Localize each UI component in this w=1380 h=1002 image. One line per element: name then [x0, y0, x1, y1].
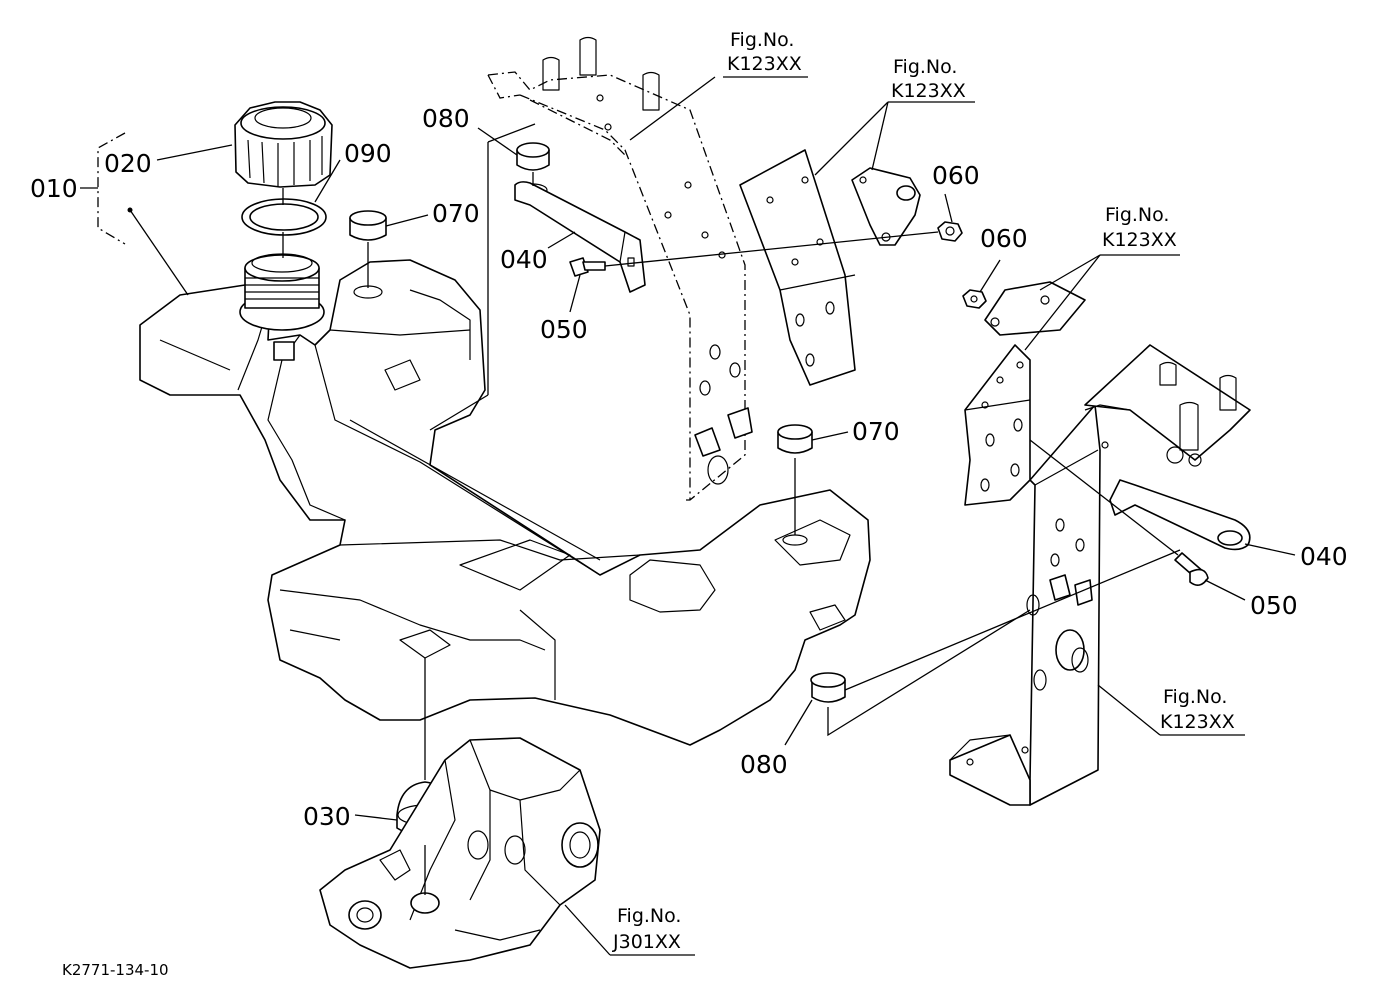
figref-4-code: K123XX: [1160, 711, 1235, 733]
part-label-070: 070: [432, 199, 480, 228]
part-label-090: 090: [344, 139, 392, 168]
o-ring: [241, 198, 327, 236]
part-label-040-lower: 040: [1300, 542, 1348, 571]
figref-1-code: K123XX: [727, 53, 802, 75]
stay-upper: [514, 181, 646, 293]
part-label-040: 040: [500, 245, 548, 274]
figref-1-title: Fig.No.: [730, 29, 794, 51]
part-label-030: 030: [303, 802, 351, 831]
part-label-060: 060: [932, 161, 980, 190]
figref-4-title: Fig.No.: [1163, 686, 1227, 708]
middle-plate-bracket: [739, 149, 856, 386]
hex-nut-upper: [937, 221, 963, 242]
hex-nut-lower: [962, 289, 987, 309]
figref-2-code: K123XX: [891, 80, 966, 102]
rubber-bushing-upper: [349, 210, 387, 299]
part-label-010: 010: [30, 174, 78, 203]
small-mounting-plate: [851, 167, 921, 246]
filler-neck: [239, 253, 325, 361]
part-label-050: 050: [540, 315, 588, 344]
fuel-tank: [139, 259, 871, 746]
fuel-cap: [234, 101, 333, 188]
figref-5-code: J301XX: [612, 931, 681, 953]
part-label-080-lower: 080: [740, 750, 788, 779]
part-label-050-lower: 050: [1250, 591, 1298, 620]
leader-lines: [80, 76, 1296, 956]
figref-5-title: Fig.No.: [617, 905, 681, 927]
right-frame-bracket: [949, 344, 1251, 806]
right-tab-plate: [984, 281, 1086, 336]
collar-upper: [516, 142, 550, 197]
rubber-bushing-middle: [777, 424, 813, 546]
bolt-lower: [1174, 552, 1209, 586]
part-label-060-lower: 060: [980, 224, 1028, 253]
part-label-020: 020: [104, 149, 152, 178]
bolt-upper: [569, 257, 606, 277]
figref-3-title: Fig.No.: [1105, 204, 1169, 226]
part-label-080: 080: [422, 104, 470, 133]
part-label-070-middle: 070: [852, 417, 900, 446]
figref-2-title: Fig.No.: [893, 56, 957, 78]
transmission-housing: [319, 737, 601, 969]
drawing-id: K2771-134-10: [62, 961, 169, 979]
right-mounting-plate: [964, 344, 1031, 506]
collar-lower: [810, 672, 846, 703]
stay-lower: [1109, 479, 1251, 551]
figref-3-code: K123XX: [1102, 229, 1177, 251]
left-frame-bracket: [487, 36, 753, 501]
